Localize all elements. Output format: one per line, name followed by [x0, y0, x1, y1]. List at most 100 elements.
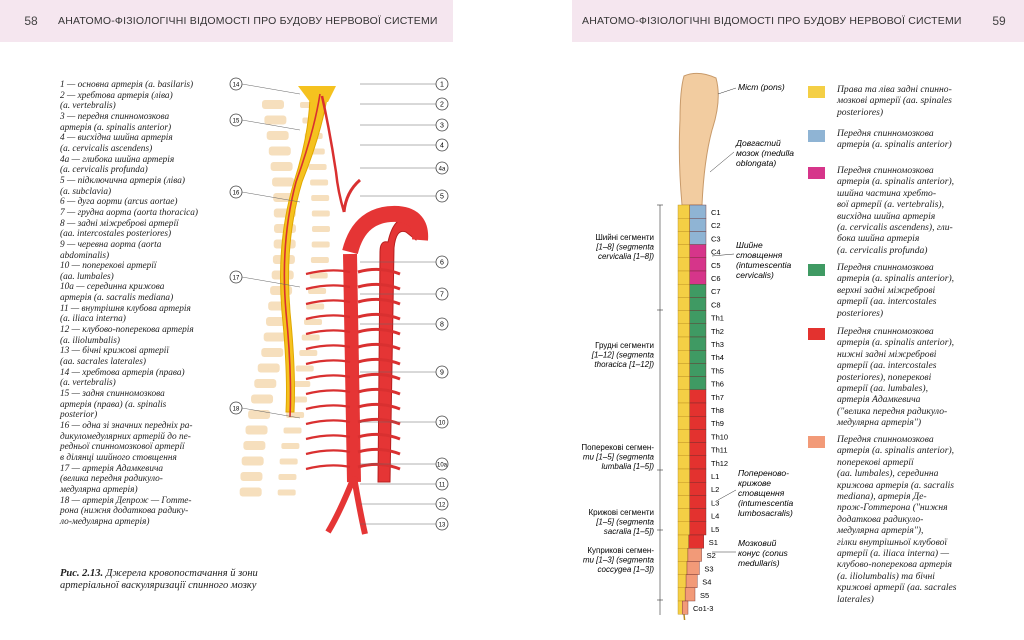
callout-number: 16	[233, 190, 240, 196]
segment-label: Th5	[711, 366, 724, 375]
vertebra-body	[263, 332, 286, 342]
lumbar-int-label-2: крижове	[738, 478, 771, 488]
posterior-zone	[677, 574, 687, 588]
legend-line: в ділянці шийного стовщення	[60, 452, 177, 463]
conus-label-3: medullaris)	[738, 558, 780, 568]
key-row: Права та ліва задні спинно-мозкові артер…	[808, 84, 1007, 118]
anterior-zone	[689, 257, 707, 272]
callout-number: 4	[440, 143, 444, 150]
segment-label: Th12	[711, 459, 728, 468]
key-text-line: (a. cervicalis profunda)	[837, 244, 928, 256]
key-text-line: медулярна артерія"),	[837, 525, 924, 537]
conus-label-2: конус (conus	[738, 548, 789, 558]
anterior-zone	[689, 204, 707, 219]
vertebra-process	[310, 257, 329, 263]
key-text-line: додаткова радикуло-	[837, 513, 924, 525]
segment-brackets	[657, 204, 663, 615]
key-text-line: (a. iliolumbalis) та бічні	[837, 570, 935, 582]
key-swatch	[808, 264, 825, 276]
right-page: АНАТОМО-ФІЗІОЛОГІЧНІ ВІДОМОСТІ ПРО БУДОВ…	[512, 0, 1024, 640]
pons-area	[298, 86, 336, 102]
vertebra-process	[311, 226, 330, 232]
posterior-zone	[677, 416, 690, 430]
posterior-zone	[677, 482, 690, 496]
key-text-line: крижова артерія (a. sacralis	[837, 479, 955, 491]
posterior-zone	[677, 363, 690, 377]
intercostal-artery-left	[305, 449, 351, 456]
vertebra-body	[251, 394, 274, 404]
intercostal-artery-left	[305, 389, 351, 396]
intercostal-artery-left	[305, 374, 351, 381]
legend-line: 2 — хребтова артерія (ліва)	[60, 90, 173, 101]
vertebra-process	[304, 319, 323, 325]
spinal-segments-figure: C1C2C3C4C5C6C7C8Th1Th2Th3Th4Th5Th6Th7Th8…	[581, 72, 794, 620]
callout-number: 11	[439, 483, 446, 489]
posterior-zone	[677, 244, 690, 259]
medulla-label-3: oblongata)	[736, 158, 776, 168]
intercostal-artery-right	[357, 387, 401, 396]
anterior-zone	[689, 495, 707, 509]
vertebra-body	[264, 115, 287, 125]
posterior-zone	[677, 389, 690, 404]
key-text-line: артерії (aa. intercostales	[837, 360, 937, 372]
callout-circle	[435, 118, 449, 132]
vertebra-body	[270, 162, 293, 171]
callout-number: 13	[439, 523, 446, 529]
legend-line: (a. cervicalis profunda)	[60, 165, 148, 176]
posterior-zone	[677, 587, 686, 602]
intercostal-artery-left	[305, 464, 351, 471]
callout-circle	[229, 77, 243, 91]
legend-line: дикуломедулярних артерій до пе-	[60, 431, 191, 442]
intercostal-artery-left	[305, 344, 351, 351]
segment-label: Th1	[711, 314, 724, 323]
lumbar-int-label-5: lumbosacralis)	[738, 508, 793, 518]
right-page-number: 59	[992, 14, 1006, 28]
key-text-line: Передня спинномозкова	[837, 128, 934, 139]
legend-line: (a. iliaca interna)	[60, 314, 126, 325]
legend-line: 8 — задні міжреброві артерії	[60, 218, 179, 229]
legend-line: 16 — одна зі значних передніх ра-	[60, 421, 193, 431]
callout-circle	[435, 457, 449, 471]
segment-group-label: thoracica [1–12])	[594, 360, 654, 369]
segment-group-label: [1–5] (segmenta	[595, 518, 654, 527]
lumbar-int-label-1: Попереново-	[738, 468, 789, 478]
key-swatch	[808, 436, 825, 448]
key-text-line: артерія (a. spinalis anterior),	[837, 445, 955, 457]
legend-line: редньої спинномозкової артерії	[60, 442, 185, 453]
callout-number: 17	[233, 275, 240, 281]
segment-label: C6	[711, 274, 721, 283]
posterior-zone	[677, 561, 688, 575]
cervical-int-label-2: стовщення	[736, 250, 783, 260]
right-header-title: АНАТОМО-ФІЗІОЛОГІЧНІ ВІДОМОСТІ ПРО БУДОВ…	[582, 15, 962, 27]
anterior-zone	[685, 574, 698, 588]
legend-line: abdominalis)	[60, 250, 110, 261]
segment-label: S4	[702, 578, 711, 587]
key-text-line: бока шийна артерія	[837, 233, 920, 245]
vertebra-body	[257, 363, 280, 373]
vertebra-process	[295, 365, 314, 372]
legend-line: 11 — внутрішня клубова артерія	[60, 303, 191, 314]
legend-line: ло-медулярна артерія)	[60, 516, 150, 527]
callout-circle	[229, 185, 243, 199]
key-text-line: артерія Адамкевича	[837, 394, 921, 406]
segment-label: Th9	[711, 419, 724, 428]
legend-line: posterior)	[60, 410, 98, 421]
pons-leader	[717, 87, 737, 95]
intercostal-artery-right	[357, 372, 401, 381]
posterior-zone	[677, 548, 689, 562]
conus-label-1: Мозковий	[738, 538, 777, 548]
legend-line: 14 — хребтова артерія (права)	[60, 367, 185, 378]
anterior-zone	[689, 442, 707, 457]
legend-line: (a. iliolumbalis)	[60, 335, 120, 346]
callout-circle	[229, 270, 243, 284]
callout-number: 10	[439, 421, 446, 427]
intercostal-artery-left	[305, 299, 351, 306]
legend-line: 12 — клубово-поперекова артерія	[60, 325, 194, 336]
key-text-line: Права та ліва задні спинно-	[837, 84, 952, 95]
legend-line: 10 — поперекові артерії	[60, 261, 157, 272]
vertebra-process	[301, 334, 320, 341]
